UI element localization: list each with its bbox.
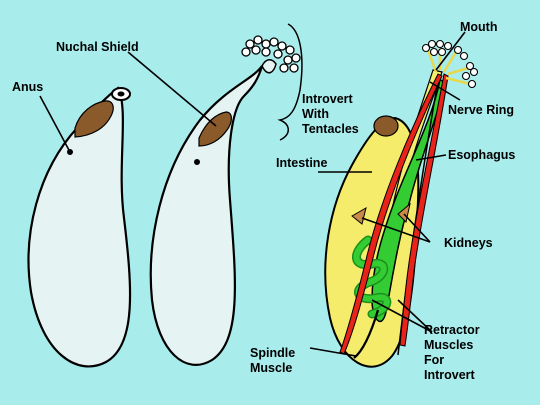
retractor-muscle-right: [399, 73, 449, 347]
label-introvert-with-tentacles: Introvert With Tentacles: [302, 92, 359, 136]
introvert-stalk: [261, 59, 277, 74]
tentacle-crown-extended: [241, 35, 301, 73]
specimen-extended: [149, 23, 303, 366]
label-nerve-ring: Nerve Ring: [448, 103, 514, 117]
body-outline-retracted: [27, 86, 132, 368]
body-outline-extended: [149, 65, 264, 366]
leader-lines: [39, 31, 466, 357]
label-mouth: Mouth: [460, 20, 498, 34]
spindle-muscle-line: [353, 309, 380, 359]
label-retractor-muscles: Retractor Muscles For Introvert: [424, 323, 480, 382]
anus-dot-extended: [194, 159, 200, 165]
introvert-bracket: [277, 23, 303, 141]
nuchal-shield-dissected: [373, 115, 399, 137]
tentacle-crown-dissected: [421, 39, 479, 89]
label-spindle-muscle: Spindle Muscle: [250, 346, 296, 375]
label-esophagus: Esophagus: [448, 148, 516, 162]
kidney-left: [351, 206, 367, 225]
label-kidneys: Kidneys: [444, 236, 493, 250]
nuchal-shield-retracted: [74, 100, 114, 138]
label-intestine: Intestine: [276, 156, 328, 170]
nuchal-shield-extended: [198, 111, 232, 147]
specimen-dissected: [324, 39, 479, 368]
label-nuchal-shield: Nuchal Shield: [56, 40, 139, 54]
specimen-retracted: [27, 86, 132, 368]
label-anus: Anus: [12, 80, 44, 94]
